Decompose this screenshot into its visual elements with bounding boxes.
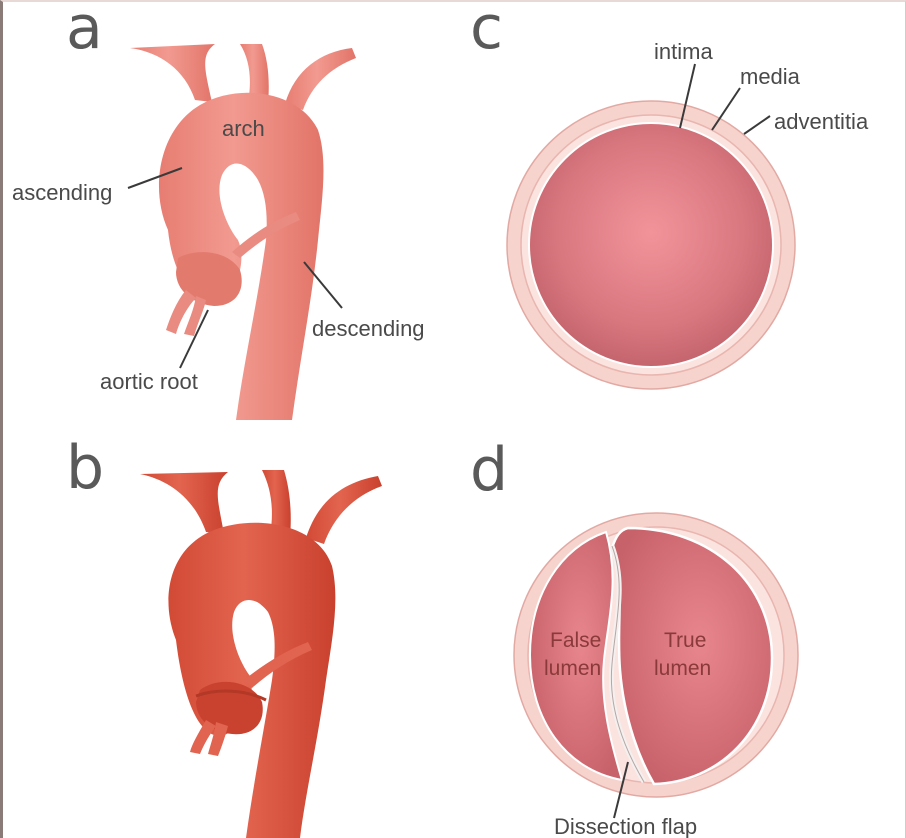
label-true-lumen-2: lumen <box>654 657 711 680</box>
normal-aorta-illustration <box>130 44 356 420</box>
panel-letter-a: a <box>66 0 103 63</box>
normal-cross-section <box>507 101 795 389</box>
label-false-lumen-2: lumen <box>544 657 601 680</box>
label-ascending: ascending <box>12 180 112 205</box>
label-intima: intima <box>654 39 713 64</box>
label-adventitia: adventitia <box>774 109 869 134</box>
dissected-cross-section <box>514 513 798 797</box>
panel-c: c intima media adventitia <box>470 0 869 389</box>
leader-adventitia <box>744 116 770 134</box>
label-media: media <box>740 64 801 89</box>
panel-letter-c: c <box>470 0 503 63</box>
label-descending: descending <box>312 316 425 341</box>
label-dissection-flap: Dissection flap <box>554 814 697 838</box>
label-false-lumen-1: False <box>550 629 601 652</box>
label-aortic-root: aortic root <box>100 369 198 394</box>
dissected-aorta-illustration <box>140 470 382 838</box>
intima-lumen <box>529 123 773 367</box>
panel-letter-d: d <box>470 435 508 505</box>
panel-d: d False lumen True lumen Dissection flap <box>470 435 798 838</box>
label-true-lumen-1: True <box>664 629 706 652</box>
panel-letter-b: b <box>66 433 104 503</box>
panel-b: b <box>66 433 382 838</box>
panel-a: a arch ascending descending aortic root <box>12 0 425 420</box>
label-arch: arch <box>222 116 265 141</box>
